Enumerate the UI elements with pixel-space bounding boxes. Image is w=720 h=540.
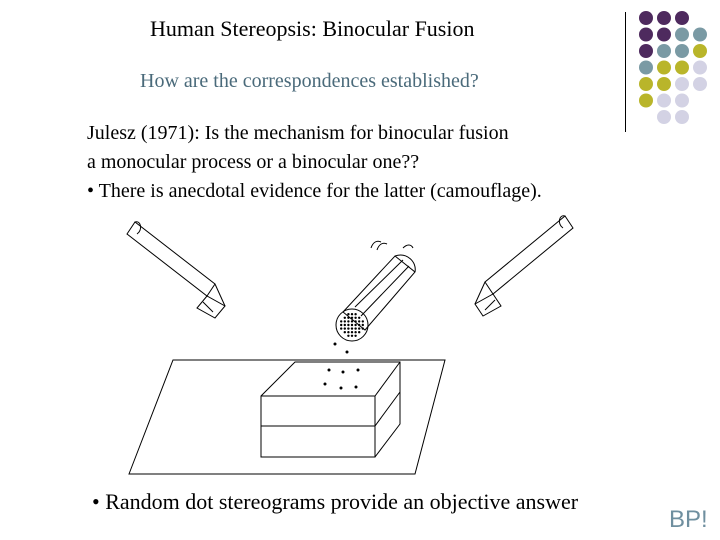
projector-dot xyxy=(358,327,361,330)
projector-dot xyxy=(343,316,346,319)
decorative-dot xyxy=(693,77,707,91)
decorative-dot xyxy=(675,27,689,42)
projector-dot xyxy=(354,313,357,316)
stereo-apparatus-figure xyxy=(126,215,574,475)
projector-dot xyxy=(358,323,361,327)
projector-dot xyxy=(358,331,361,334)
slide-title: Human Stereopsis: Binocular Fusion xyxy=(150,16,475,41)
decorative-dot xyxy=(657,60,671,75)
decorative-dot xyxy=(657,93,671,108)
decorative-dot xyxy=(693,27,707,42)
decorative-dot xyxy=(675,77,689,91)
decorative-dot xyxy=(639,60,653,75)
projector-dot xyxy=(361,323,364,327)
projector-dot xyxy=(354,316,357,319)
body-line: • There is anecdotal evidence for the la… xyxy=(87,180,542,202)
decorative-dot xyxy=(657,77,671,91)
decorative-dot xyxy=(675,11,689,25)
dot-projector-icon xyxy=(335,240,416,342)
decorative-dot xyxy=(639,11,653,25)
projector-dot xyxy=(354,327,357,330)
projector-dot xyxy=(358,320,361,323)
projector-dot xyxy=(343,327,346,330)
projector-dot xyxy=(350,323,354,327)
decorative-divider xyxy=(625,12,626,132)
projector-dot xyxy=(354,334,357,337)
projector-dot xyxy=(350,331,354,334)
projector-dot xyxy=(350,320,354,323)
projector-dot xyxy=(347,320,350,323)
projector-dot xyxy=(347,334,350,337)
projector-dot xyxy=(340,323,343,327)
projector-dot xyxy=(347,323,350,327)
projector-dot xyxy=(358,316,361,319)
projector-dot xyxy=(361,327,364,330)
decorative-dot xyxy=(675,60,689,75)
projector-dot xyxy=(350,334,354,337)
projector-dot xyxy=(340,327,343,330)
decorative-dot xyxy=(657,44,671,58)
projector-dot xyxy=(340,320,343,323)
right-eye-tube-icon xyxy=(474,215,574,317)
decorative-dot-grid xyxy=(639,11,707,124)
projector-dot xyxy=(347,316,350,319)
decorative-dot xyxy=(657,11,671,25)
raised-platform-icon xyxy=(128,342,446,475)
decorative-dot xyxy=(657,27,671,42)
decorative-dot xyxy=(675,110,689,124)
projector-dot xyxy=(347,331,350,334)
bottom-bullet: • Random dot stereograms provide an obje… xyxy=(92,489,579,514)
decorative-dot xyxy=(639,27,653,42)
decorative-dot xyxy=(693,60,707,75)
decorative-dot xyxy=(693,44,707,58)
projector-dot xyxy=(350,316,354,319)
decorative-dot xyxy=(639,44,653,58)
body-line: a monocular process or a binocular one?? xyxy=(87,151,420,173)
decorative-dot xyxy=(675,93,689,108)
corner-mark: BP! xyxy=(669,506,708,533)
projector-dot xyxy=(354,320,357,323)
projector-dot xyxy=(343,331,346,334)
decorative-dot xyxy=(639,77,653,91)
projector-dot xyxy=(354,331,357,334)
projector-dot xyxy=(354,323,357,327)
decorative-dot xyxy=(657,110,671,124)
projector-dot xyxy=(350,313,354,316)
decorative-dot xyxy=(639,93,653,108)
body-text: Julesz (1971): Is the mechanism for bino… xyxy=(87,119,542,206)
decorative-dot xyxy=(675,44,689,58)
projector-dot xyxy=(361,320,364,323)
projector-dot xyxy=(347,327,350,330)
projector-dot xyxy=(350,327,354,330)
projector-dot xyxy=(347,313,350,316)
projector-dot xyxy=(343,323,346,327)
body-line: Julesz (1971): Is the mechanism for bino… xyxy=(87,122,509,144)
slide-subtitle: How are the correspondences established? xyxy=(140,70,479,92)
left-eye-tube-icon xyxy=(126,221,226,319)
projector-dot xyxy=(343,320,346,323)
